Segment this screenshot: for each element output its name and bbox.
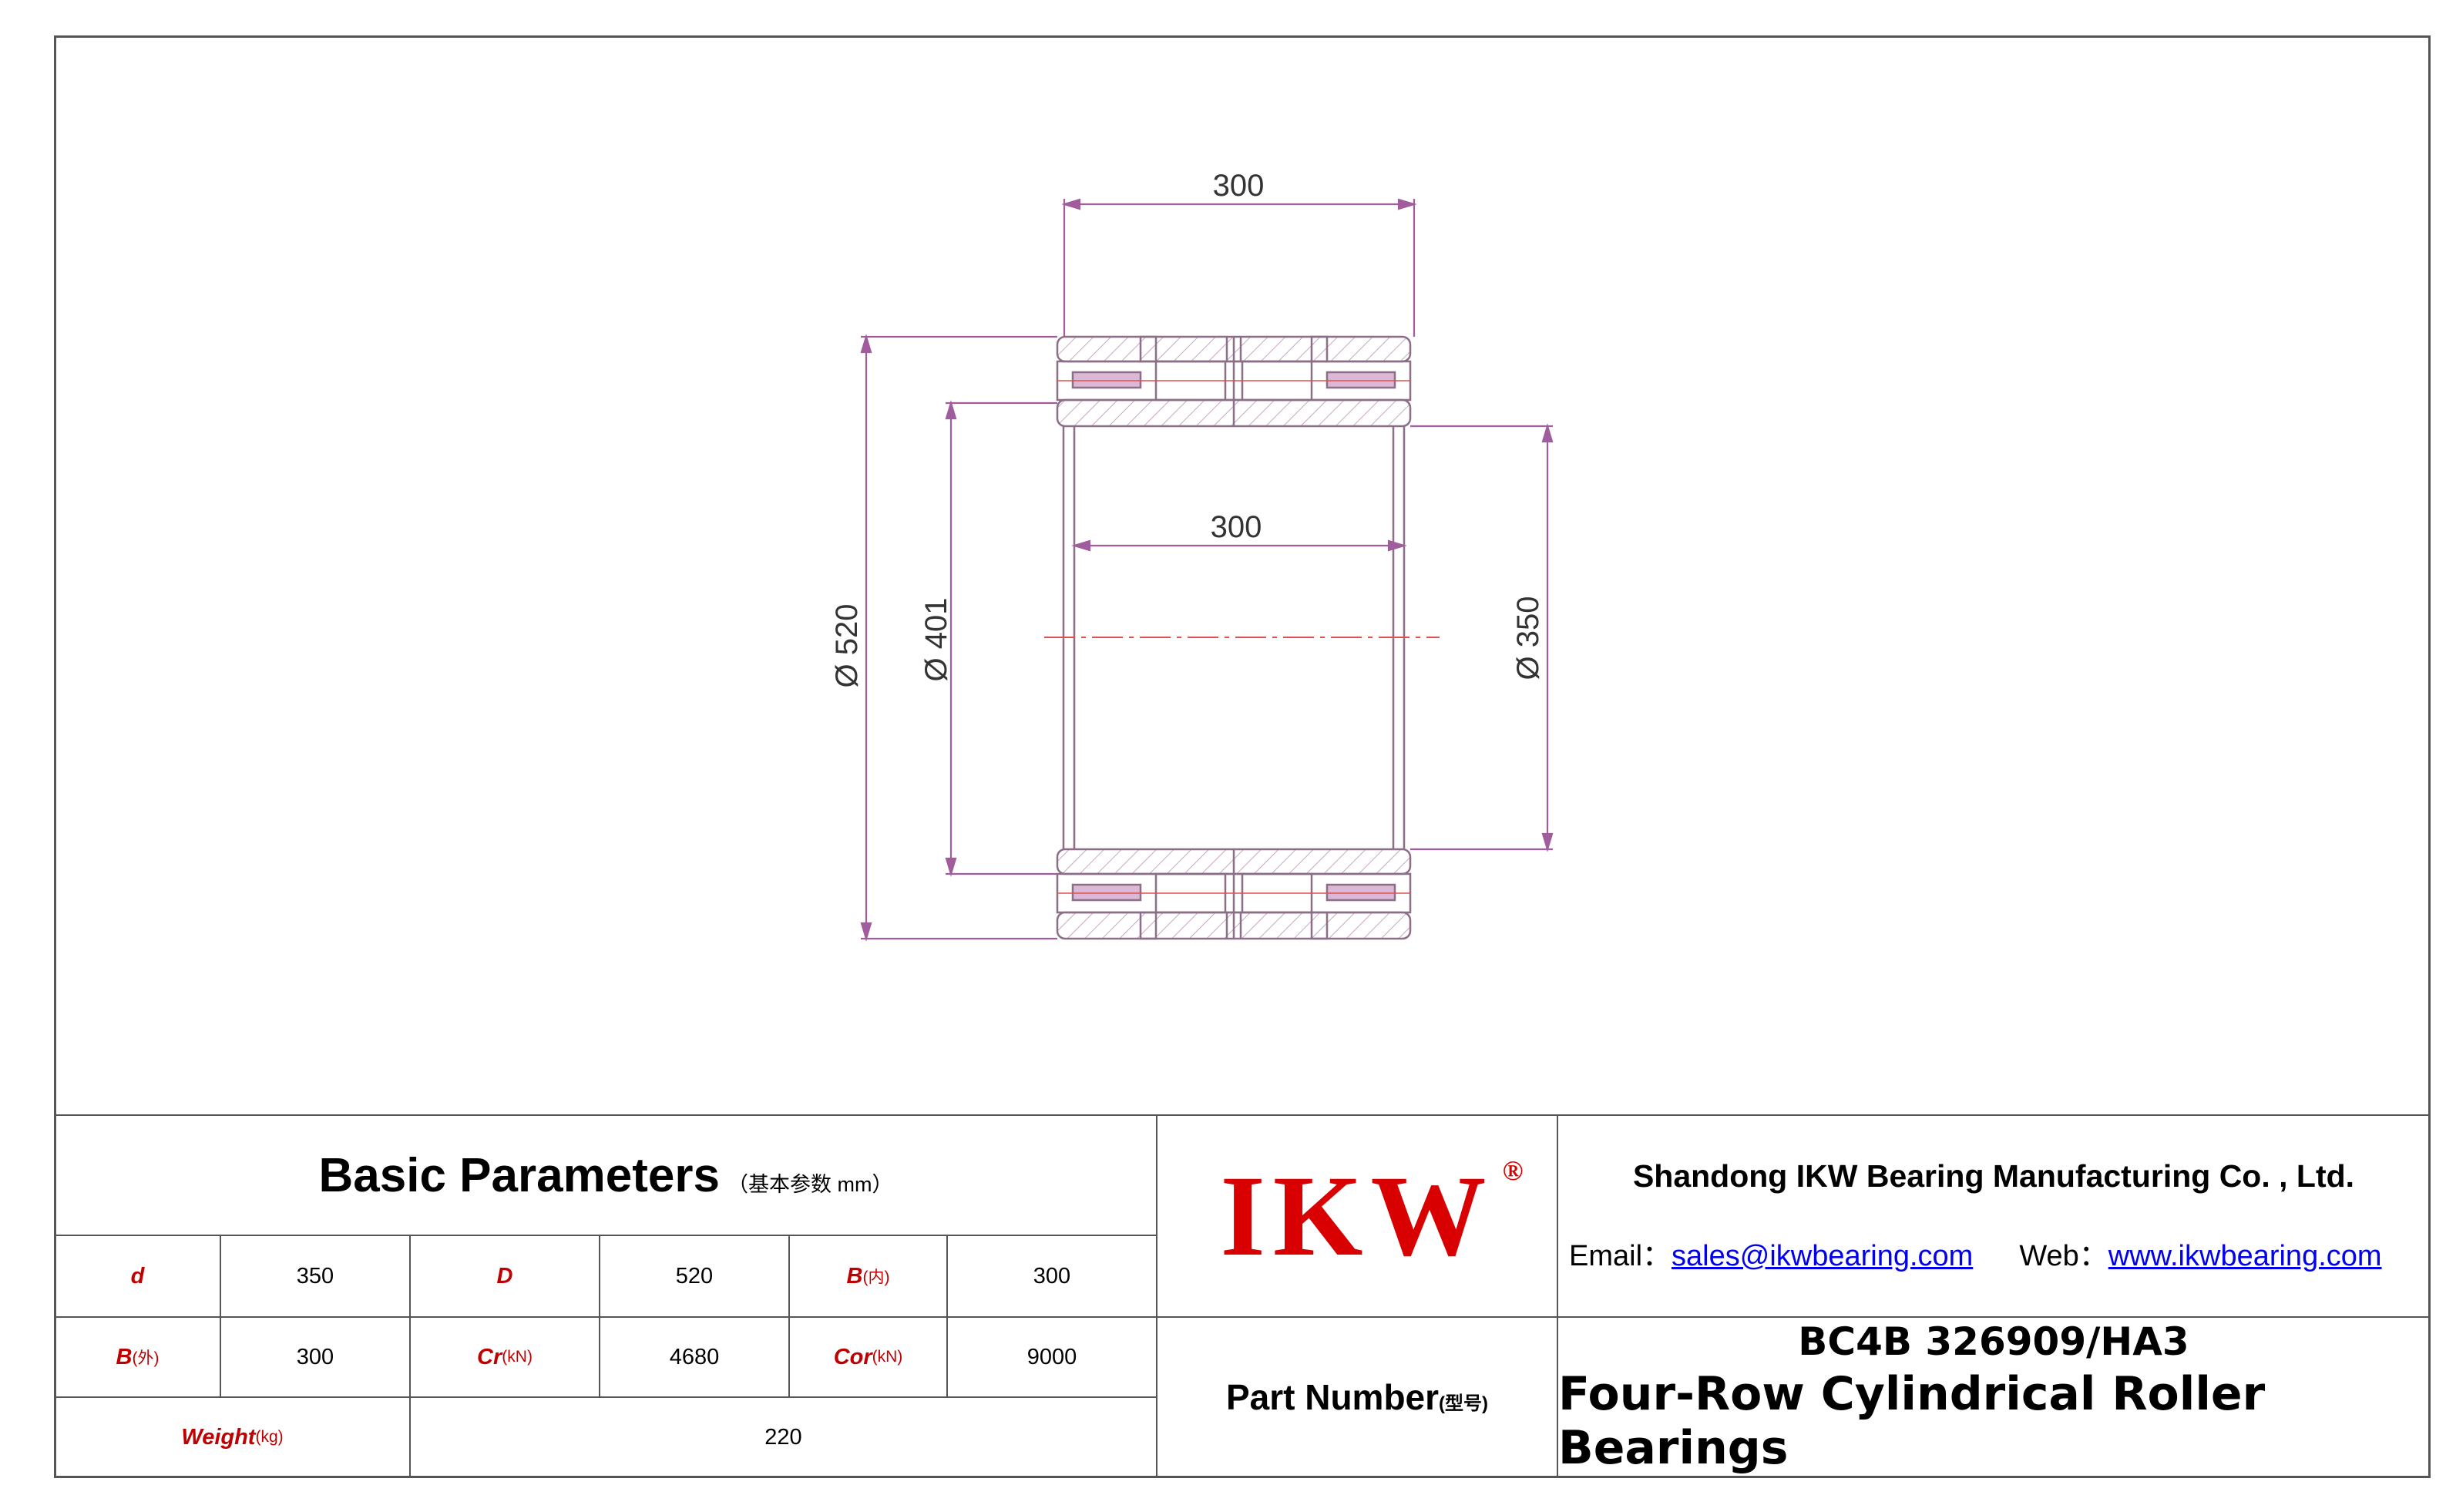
upper-bearing-section: [1056, 335, 1412, 428]
param-value-b-outer: 300: [220, 1316, 411, 1398]
web-label: Web：: [2019, 1240, 2108, 1272]
param-label-cr: Cr(kN): [409, 1316, 600, 1398]
part-number-value: BC4B 326909/HA3: [1798, 1319, 2189, 1364]
bearing-type-name: Four-Row Cylindrical Roller Bearings: [1558, 1367, 2266, 1475]
dim-top-width: 300: [1213, 169, 1265, 203]
dimension-labels: 300 300 Ø 520 Ø 401 Ø 350: [830, 169, 1545, 687]
web-link[interactable]: www.ikwbearing.com: [2108, 1240, 2382, 1272]
part-number-label-cell: Part Number(型号): [1156, 1316, 1558, 1478]
bearing-cross-section-drawing: 300 300 Ø 520 Ø 401 Ø 350: [830, 169, 1554, 942]
lower-bearing-section: [1056, 848, 1412, 940]
param-label-d: d: [54, 1235, 221, 1318]
param-label-cor: Cor(kN): [788, 1316, 948, 1398]
ikw-logo: IKW®: [1220, 1152, 1524, 1280]
info-table: Basic Parameters （基本参数 mm） d 350 D 520 B…: [54, 1114, 2431, 1478]
param-value-D: 520: [599, 1235, 790, 1318]
param-value-d: 350: [220, 1235, 411, 1318]
param-label-b-outer: B(外): [54, 1316, 221, 1398]
basic-parameters-header: Basic Parameters （基本参数 mm）: [54, 1114, 1157, 1236]
param-label-b-inner: B(内): [788, 1235, 948, 1318]
param-label-D: D: [409, 1235, 600, 1318]
dim-inner-width: 300: [1211, 510, 1262, 544]
basic-parameters-subtitle: （基本参数 mm）: [727, 1172, 893, 1196]
param-value-weight: 220: [409, 1396, 1157, 1478]
company-name: Shandong IKW Bearing Manufacturing Co. ,…: [1632, 1158, 2355, 1194]
brand-logo-cell: IKW®: [1156, 1114, 1558, 1318]
part-number-label: Part Number(型号): [1225, 1377, 1489, 1417]
part-number-cell: BC4B 326909/HA3 Four-Row Cylindrical Rol…: [1557, 1316, 2431, 1478]
dim-raceway-diameter: Ø 401: [919, 598, 953, 682]
dim-outer-diameter: Ø 520: [830, 604, 864, 688]
param-label-weight: Weight(kg): [54, 1396, 411, 1478]
dimension-lines: [860, 198, 1554, 942]
contact-line: Email：sales@ikwbearing.com Web：www.ikwbea…: [1558, 1231, 2429, 1274]
basic-parameters-title: Basic Parameters: [318, 1148, 720, 1202]
dim-bore-diameter: Ø 350: [1511, 596, 1545, 680]
param-value-cr: 4680: [599, 1316, 790, 1398]
email-link[interactable]: sales@ikwbearing.com: [1672, 1240, 1974, 1272]
param-value-cor: 9000: [946, 1316, 1157, 1398]
company-info-cell: Shandong IKW Bearing Manufacturing Co. ,…: [1557, 1114, 2431, 1318]
param-value-b-inner: 300: [946, 1235, 1157, 1318]
email-label: Email：: [1569, 1240, 1672, 1272]
